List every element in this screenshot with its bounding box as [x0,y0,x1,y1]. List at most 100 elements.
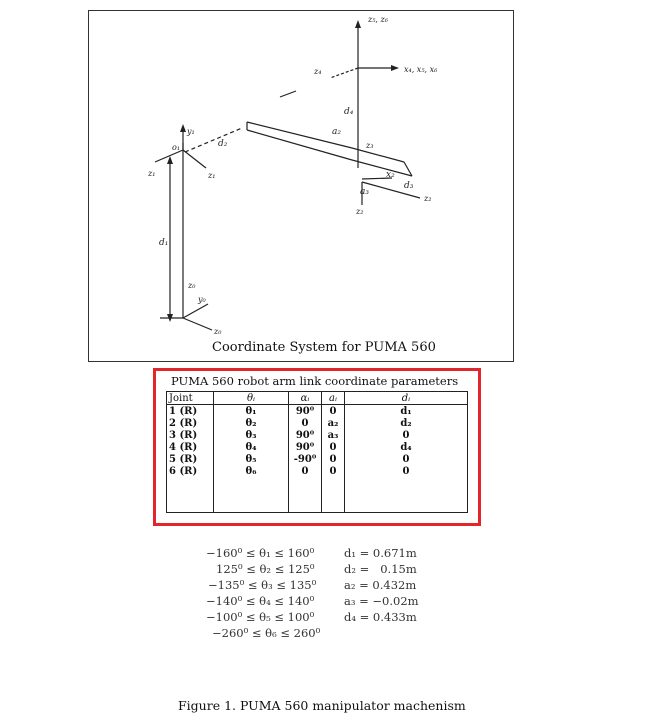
forearm-top [351,147,405,163]
cell-a: 0 [321,404,345,417]
cell-theta: θ₄ [213,441,289,453]
link-value-d4: d₄ = 0.433m [344,610,417,624]
cell-d: 0 [344,429,468,441]
cell-a: 0 [321,465,345,477]
cell-joint: 2 (R) [166,417,214,429]
upper-arm-top [246,121,353,149]
joint-limit-2: 125⁰ ≤ θ₂ ≤ 125⁰ [216,562,315,576]
cell-joint: 6 (R) [166,465,214,477]
cell-joint: 1 (R) [166,404,214,417]
z2-axis [361,181,421,199]
x4-axis-arrow [391,65,399,71]
header-a: aᵢ [321,391,345,405]
label-z3: z₃ [365,141,373,150]
header-theta: θᵢ [213,391,289,405]
header-joint: Joint [166,391,214,405]
header-alpha: αᵢ [288,391,322,405]
z1-axis [154,149,184,163]
table-row: 1 (R) θ₁ 90⁰ 0 d₁ [166,404,468,417]
joint-limit-4: −140⁰ ≤ θ₄ ≤ 140⁰ [206,594,315,608]
diagram-frame [88,10,514,362]
d1-arrow-top [167,156,173,164]
label-d1: d₁ [159,238,168,248]
label-x4-x5-x6: x₄, x₅, x₆ [404,65,438,74]
label-a2: a₂ [332,127,341,137]
label-z0-lower: z₀ [213,327,222,336]
cell-alpha: 90⁰ [288,404,322,417]
label-z0-upper: z₀ [187,281,196,290]
cell-a: 0 [321,453,345,465]
link-value-a3: a₃ = −0.02m [344,594,419,608]
cell-alpha: 90⁰ [288,429,322,441]
label-z4: z₄ [313,67,321,76]
cell-theta: θ₁ [213,404,289,417]
header-d: dᵢ [344,391,468,405]
joint-limit-5: −100⁰ ≤ θ₅ ≤ 100⁰ [206,610,315,624]
forearm-end [403,161,413,177]
cell-a: a₃ [321,429,345,441]
label-d3: d₃ [404,181,414,191]
x1-axis [182,149,207,169]
cell-theta: θ₅ [213,453,289,465]
cell-alpha: 0 [288,465,322,477]
label-y0: y₀ [197,295,207,304]
link-value-d2: d₂ = 0.15m [344,562,417,576]
params-table-header: Joint θᵢ αᵢ aᵢ dᵢ [166,391,468,405]
joint-limit-3: −135⁰ ≤ θ₃ ≤ 135⁰ [208,578,317,592]
forearm-bottom [351,159,413,177]
cell-a: 0 [321,441,345,453]
label-d2: d₂ [218,139,228,149]
cell-d: d₂ [344,417,468,429]
label-x2: x₂ [386,170,395,180]
joint-limit-6: −260⁰ ≤ θ₆ ≤ 260⁰ [212,626,321,640]
label-z5-z6: z₅, z₆ [367,15,389,24]
cell-theta: θ₆ [213,465,289,477]
link-value-a2: a₂ = 0.432m [344,578,417,592]
cell-joint: 4 (R) [166,441,214,453]
cell-joint: 5 (R) [166,453,214,465]
cell-d: 0 [344,465,468,477]
label-z2-bottom: z₂ [355,207,363,216]
cell-theta: θ₂ [213,417,289,429]
table-row: 4 (R) θ₄ 90⁰ 0 d₄ [166,441,468,453]
x2-axis [361,177,393,180]
table-row: 5 (R) θ₅ -90⁰ 0 0 [166,453,468,465]
z5-axis-arrow [355,20,361,28]
z0-axis [182,317,213,331]
link-value-d1: d₁ = 0.671m [344,546,417,560]
shoulder-offset-line [184,127,243,153]
cell-d: d₁ [344,404,468,417]
diagram-caption: Coordinate System for PUMA 560 [212,340,436,355]
params-table: Joint θᵢ αᵢ aᵢ dᵢ 1 (R) θ₁ 90⁰ 0 d₁ 2 (R… [166,391,468,513]
upper-arm-lower [246,129,353,161]
d1-arrow-bottom [167,314,173,322]
cell-a: a₂ [321,417,345,429]
label-d4: d₄ [344,107,354,117]
joint-limit-1: −160⁰ ≤ θ₁ ≤ 160⁰ [206,546,315,560]
cell-alpha: 0 [288,417,322,429]
label-y1: y₁ [186,127,195,136]
y1-axis-arrow [180,124,186,132]
cell-alpha: -90⁰ [288,453,322,465]
params-highlight-box [153,368,481,526]
z4-axis [329,67,359,79]
table-row: 2 (R) θ₂ 0 a₂ d₂ [166,417,468,429]
label-z1-left: z₁ [147,169,155,178]
upper-arm-far-top [279,90,297,98]
table-row: 3 (R) θ₃ 90⁰ a₃ 0 [166,429,468,441]
figure-caption: Figure 1. PUMA 560 manipulator machenism [178,698,466,713]
cell-d: 0 [344,453,468,465]
cell-joint: 3 (R) [166,429,214,441]
cell-alpha: 90⁰ [288,441,322,453]
cell-d: d₄ [344,441,468,453]
table-row: 6 (R) θ₆ 0 0 0 [166,465,468,477]
label-z2-right: z₂ [423,194,431,203]
label-a3: a₃ [360,187,369,197]
label-o1: o₁ [172,143,180,152]
params-table-title: PUMA 560 robot arm link coordinate param… [171,374,459,388]
cell-theta: θ₃ [213,429,289,441]
label-z1-right: z₁ [207,171,215,180]
y0-axis [182,303,209,319]
table-filler-row [166,477,468,513]
